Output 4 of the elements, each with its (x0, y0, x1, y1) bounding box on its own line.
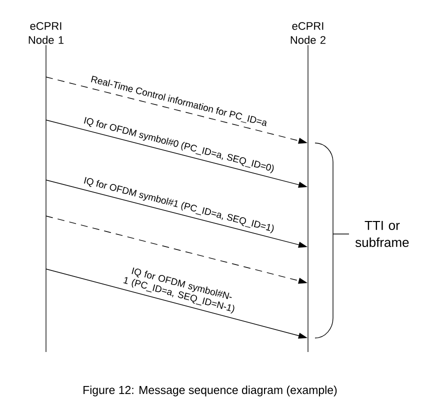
figure-caption: Figure 12: Message sequence diagram (example) (84, 386, 337, 396)
lifeline-header: eCPRI Node 2 (290, 22, 326, 44)
lifeline-header: eCPRI Node 1 (28, 22, 64, 44)
brace-label: TTI or subframe (355, 220, 409, 248)
